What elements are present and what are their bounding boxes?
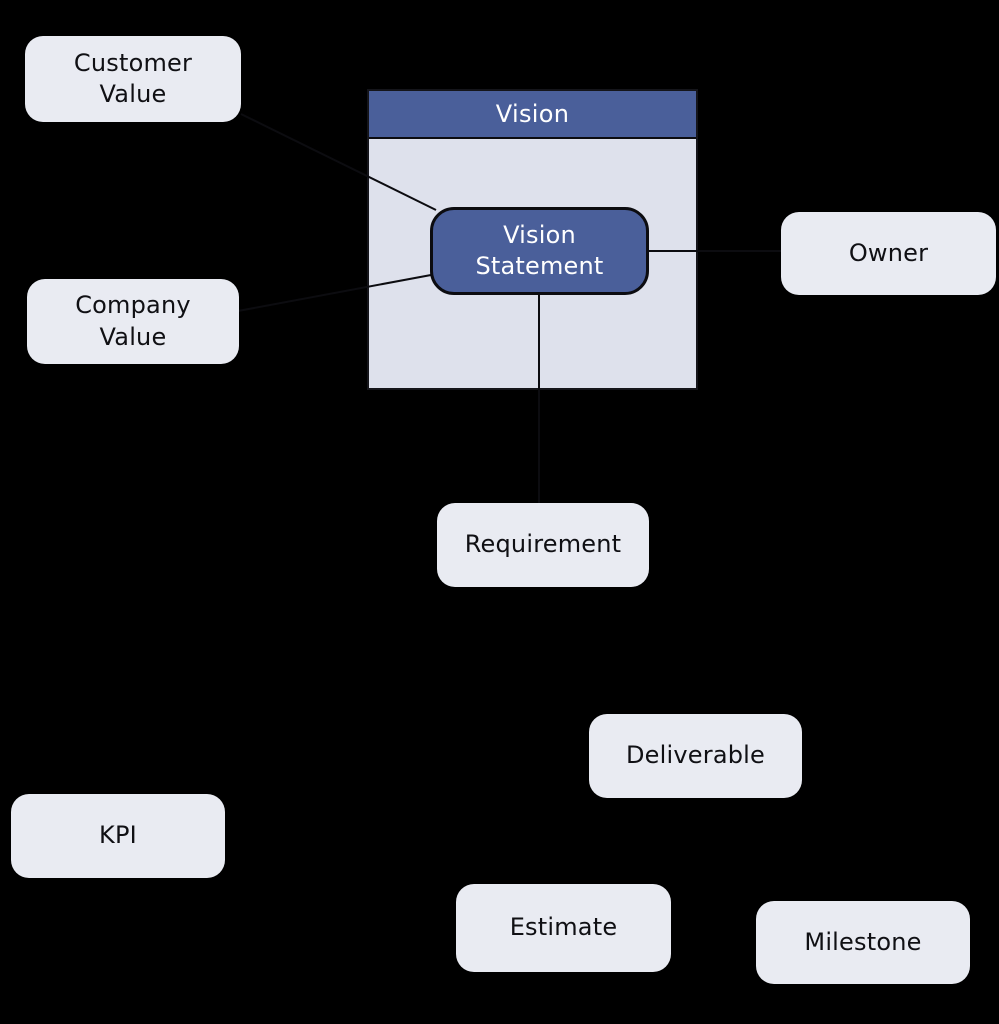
node-label: Deliverable <box>626 741 765 770</box>
vision-group-title: Vision <box>495 100 570 128</box>
node-label: KPI <box>99 821 137 850</box>
node-label: Customer Value <box>73 48 193 108</box>
node-label: Owner <box>848 238 929 267</box>
node-owner: Owner <box>781 212 996 295</box>
node-milestone: Milestone <box>756 901 970 984</box>
node-label: Requirement <box>464 530 622 559</box>
node-vision-statement: Vision Statement <box>430 207 649 295</box>
vision-group-header: Vision <box>369 91 696 139</box>
node-deliverable: Deliverable <box>589 714 802 798</box>
node-label: Milestone <box>804 927 922 956</box>
node-estimate: Estimate <box>456 884 671 972</box>
node-kpi: KPI <box>11 794 225 878</box>
node-label: Company Value <box>75 291 191 351</box>
node-requirement: Requirement <box>437 503 649 587</box>
node-customer-value: Customer Value <box>25 36 241 122</box>
node-company-value: Company Value <box>27 279 239 364</box>
node-label: Estimate <box>509 913 618 942</box>
node-label: Vision Statement <box>475 220 604 280</box>
